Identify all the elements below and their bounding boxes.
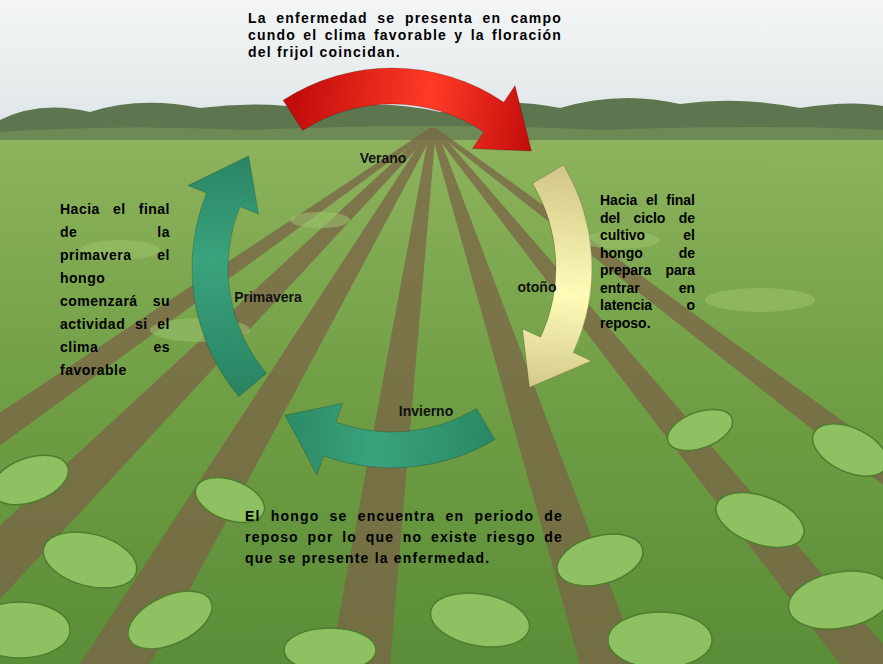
spring-arrow: Primavera bbox=[172, 132, 304, 410]
disease-note: La enfermedad se presenta en campo cundo… bbox=[248, 10, 562, 61]
cycle-arrow-shape bbox=[265, 385, 506, 488]
season-name: otoño bbox=[518, 279, 557, 295]
season-name: Primavera bbox=[234, 289, 302, 305]
cycle-arrow-shape bbox=[272, 48, 559, 174]
summer-arrow: Verano bbox=[272, 48, 559, 174]
season-name: Invierno bbox=[399, 403, 453, 419]
winter-note: El hongo se encuentra en periodo de repo… bbox=[245, 506, 563, 569]
autumn-arrow: otoño bbox=[500, 154, 612, 413]
winter-arrow: Invierno bbox=[265, 385, 506, 488]
arrow-outline bbox=[523, 165, 592, 387]
arrow-outline bbox=[285, 403, 495, 474]
season-name: Verano bbox=[360, 150, 407, 166]
arrow-outline bbox=[283, 68, 531, 151]
autumn-note: Hacia el final del ciclo de cultivo el h… bbox=[600, 192, 695, 332]
cycle-arrow-shape bbox=[172, 132, 304, 410]
arrow-outline bbox=[188, 156, 266, 397]
spring-note: Hacia el final de la primavera el hongo … bbox=[60, 198, 170, 382]
